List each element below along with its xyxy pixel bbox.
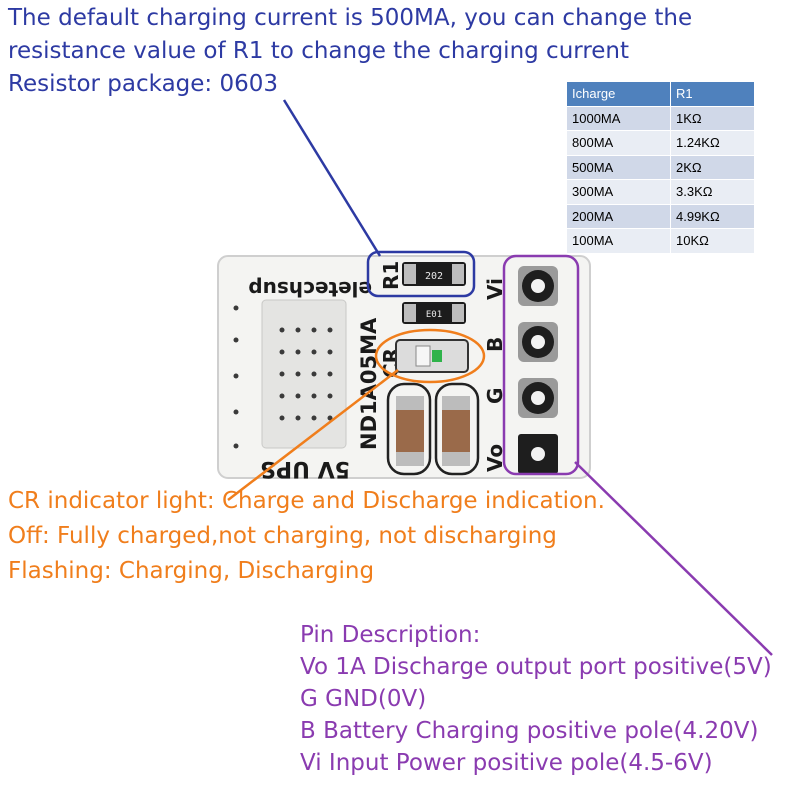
table-cell-icharge: 800MA (566, 130, 671, 156)
secondary-resistor-marking: E01 (426, 310, 442, 320)
table-row: 1000MA 1KΩ (566, 105, 755, 131)
model-silkscreen: ND1A05MA (357, 317, 381, 450)
brand-silkscreen: eletechsup (248, 277, 372, 301)
capacitor-right (442, 396, 470, 466)
resistor-note-line-2: resistance value of R1 to change the cha… (8, 38, 630, 64)
table-row: 100MA 10KΩ (566, 228, 755, 254)
secondary-resistor (402, 302, 466, 324)
pin-label-vi: Vi (483, 278, 507, 300)
led-chip (432, 350, 442, 362)
table-cell-r1: 10KΩ (670, 228, 755, 254)
table-cell-r1: 2KΩ (670, 154, 755, 180)
pins-callout-line (574, 461, 773, 656)
via-holes (279, 327, 333, 421)
board-name-silkscreen: 5V UPS (260, 456, 350, 481)
table-cell-icharge: 1000MA (566, 105, 671, 131)
table-cell-r1: 1KΩ (670, 105, 755, 131)
cr-note-line-2: Off: Fully charged,not charging, not dis… (8, 523, 557, 549)
resistor-note: The default charging current is 500MA, y… (8, 5, 692, 104)
cr-note-line-3: Flashing: Charging, Discharging (8, 558, 375, 584)
pin-description-title: Pin Description: (300, 622, 481, 648)
r1-callout-line (282, 99, 382, 257)
resistor-note-line-3: Resistor package: 0603 (8, 71, 279, 97)
pin-description-g: G GND(0V) (300, 686, 427, 712)
capacitor-outline-right (434, 382, 480, 476)
thermal-pad (261, 299, 347, 449)
pins-callout-box (502, 254, 580, 476)
pin-description-b: B Battery Charging positive pole(4.20V) (300, 718, 759, 744)
pin-description-vi: Vi Input Power positive pole(4.5-6V) (300, 750, 713, 776)
cr-callout-line (227, 369, 399, 501)
r1-callout-box (366, 250, 476, 298)
r1-marking: 202 (425, 271, 443, 282)
pin-pads (518, 266, 558, 474)
pin-label-b: B (483, 337, 507, 352)
r1-resistor (402, 262, 466, 286)
table-cell-r1: 4.99KΩ (670, 203, 755, 229)
r1-silkscreen: R1 (379, 261, 403, 290)
table-row: 500MA 2KΩ (566, 154, 755, 180)
capacitor-outline-left (386, 382, 432, 476)
table-cell-r1: 3.3KΩ (670, 179, 755, 205)
table-row: 300MA 3.3KΩ (566, 179, 755, 205)
cr-indicator-note: CR indicator light: Charge and Discharge… (8, 488, 605, 593)
table-cell-icharge: 300MA (566, 179, 671, 205)
charge-current-table: Icharge R1 1000MA 1KΩ 800MA 1.24KΩ 500MA… (566, 81, 755, 254)
table-header-r1: R1 (670, 81, 755, 107)
pin-description-vo: Vo 1A Discharge output port positive(5V) (300, 654, 772, 680)
pin-label-g: G (483, 388, 507, 404)
table-cell-icharge: 100MA (566, 228, 671, 254)
table-header-row: Icharge R1 (566, 81, 755, 107)
resistor-note-line-1: The default charging current is 500MA, y… (8, 5, 693, 31)
cr-note-line-1: CR indicator light: Charge and Discharge… (8, 488, 605, 514)
cr-callout-ellipse (374, 328, 486, 384)
pin-description: Pin Description: Vo 1A Discharge output … (300, 622, 772, 782)
edge-holes (233, 305, 239, 449)
table-cell-icharge: 500MA (566, 154, 671, 180)
table-cell-r1: 1.24KΩ (670, 130, 755, 156)
table-row: 200MA 4.99KΩ (566, 203, 755, 229)
capacitor-left (396, 396, 424, 466)
table-row: 800MA 1.24KΩ (566, 130, 755, 156)
